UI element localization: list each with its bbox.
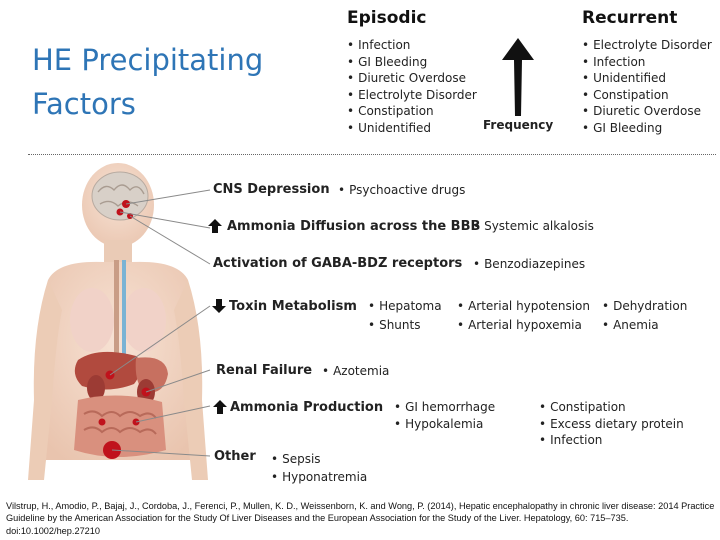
toxin-item: Shunts <box>368 318 420 332</box>
other-item: Sepsis <box>271 452 320 466</box>
gaba-item: Benzodiazepines <box>473 257 585 271</box>
episodic-item: GI Bleeding <box>347 54 477 71</box>
recurrent-heading: Recurrent <box>582 8 678 28</box>
up-arrow-icon <box>208 219 222 233</box>
recurrent-item: Electrolyte Disorder <box>582 37 712 54</box>
recurrent-item: Diuretic Overdose <box>582 103 712 120</box>
frequency-up-arrow-icon <box>502 38 534 116</box>
recurrent-item: Constipation <box>582 87 712 104</box>
episodic-item: Infection <box>347 37 477 54</box>
toxin-metabolism-label: Toxin Metabolism <box>229 299 357 314</box>
episodic-list: Infection GI Bleeding Diuretic Overdose … <box>347 37 477 137</box>
ammonia-production-item: Infection <box>539 433 602 447</box>
down-arrow-icon <box>212 299 226 313</box>
section-divider <box>28 154 716 155</box>
episodic-item: Diuretic Overdose <box>347 70 477 87</box>
slide-title-line2: Factors <box>32 87 136 121</box>
episodic-item: Constipation <box>347 103 477 120</box>
other-item: Hyponatremia <box>271 470 367 484</box>
ammonia-production-item: Excess dietary protein <box>539 417 684 431</box>
toxin-item: Arterial hypotension <box>457 299 590 313</box>
renal-failure-label: Renal Failure <box>216 363 313 378</box>
episodic-item: Unidentified <box>347 120 477 137</box>
human-body-illustration <box>28 163 211 480</box>
toxin-item: Hepatoma <box>368 299 441 313</box>
toxin-item: Dehydration <box>602 299 687 313</box>
cns-depression-label: CNS Depression <box>213 182 330 197</box>
recurrent-item: Infection <box>582 54 712 71</box>
ammonia-production-item: GI hemorrhage <box>394 400 495 414</box>
recurrent-item: Unidentified <box>582 70 712 87</box>
other-label: Other <box>214 449 256 464</box>
citation: Vilstrup, H., Amodio, P., Bajaj, J., Cor… <box>6 501 715 536</box>
ammonia-diffusion-label: Ammonia Diffusion across the BBB <box>227 219 481 234</box>
toxin-item: Arterial hypoxemia <box>457 318 582 332</box>
episodic-item: Electrolyte Disorder <box>347 87 477 104</box>
renal-item: Azotemia <box>322 364 389 378</box>
up-arrow-icon <box>213 400 227 414</box>
frequency-label: Frequency <box>483 118 554 132</box>
recurrent-list: Electrolyte Disorder Infection Unidentif… <box>582 37 712 137</box>
ammonia-production-label: Ammonia Production <box>230 400 384 415</box>
cns-item: Psychoactive drugs <box>338 183 465 197</box>
recurrent-item: GI Bleeding <box>582 120 712 137</box>
slide-title-line1: HE Precipitating <box>32 43 264 77</box>
slide-title: HE Precipitating Factors <box>32 38 312 126</box>
gaba-label: Activation of GABA-BDZ receptors <box>213 256 463 271</box>
ammonia-production-item: Hypokalemia <box>394 417 483 431</box>
ammonia-production-item: Constipation <box>539 400 626 414</box>
ammonia-diffusion-item: Systemic alkalosis <box>473 219 594 233</box>
episodic-heading: Episodic <box>347 8 427 28</box>
toxin-item: Anemia <box>602 318 659 332</box>
